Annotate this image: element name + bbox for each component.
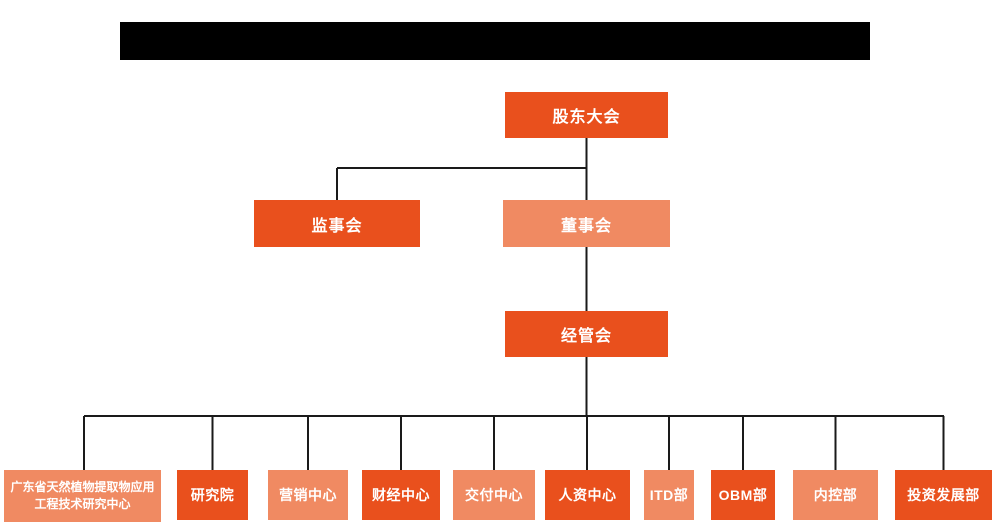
node-guangdong-research-center: 广东省天然植物提取物应用工程技术研究中心 bbox=[4, 470, 161, 522]
node-label: 交付中心 bbox=[465, 487, 523, 503]
node-label: 经管会 bbox=[560, 328, 612, 345]
node-research-institute: 研究院 bbox=[177, 470, 248, 520]
node-board-of-supervisors: 监事会 bbox=[254, 200, 420, 247]
node-internal-control-dept: 内控部 bbox=[793, 470, 878, 520]
node-itd-dept: ITD部 bbox=[644, 470, 694, 520]
node-shareholders-meeting: 股东大会 bbox=[505, 92, 668, 138]
node-label: 营销中心 bbox=[279, 487, 337, 503]
node-label: ITD部 bbox=[649, 487, 689, 503]
node-delivery-center: 交付中心 bbox=[453, 470, 535, 520]
node-label: 投资发展部 bbox=[907, 487, 980, 503]
node-finance-center: 财经中心 bbox=[362, 470, 440, 520]
node-label: 股东大会 bbox=[552, 109, 621, 126]
node-hr-center: 人资中心 bbox=[545, 470, 630, 520]
redacted-title-bar bbox=[120, 22, 870, 60]
node-obm-dept: OBM部 bbox=[711, 470, 775, 520]
node-label: 人资中心 bbox=[558, 487, 617, 503]
node-board-of-directors: 董事会 bbox=[503, 200, 670, 247]
node-marketing-center: 营销中心 bbox=[268, 470, 348, 520]
node-label: 广东省天然植物提取物应用工程技术研究中心 bbox=[10, 479, 155, 511]
node-label: 董事会 bbox=[560, 217, 612, 235]
node-label: 监事会 bbox=[311, 217, 363, 235]
node-label: OBM部 bbox=[718, 487, 768, 503]
node-label: 内控部 bbox=[813, 487, 858, 503]
node-label: 财经中心 bbox=[372, 487, 430, 503]
node-management-committee: 经管会 bbox=[505, 311, 668, 357]
node-investment-dev-dept: 投资发展部 bbox=[895, 470, 992, 520]
node-label: 研究院 bbox=[190, 487, 235, 503]
